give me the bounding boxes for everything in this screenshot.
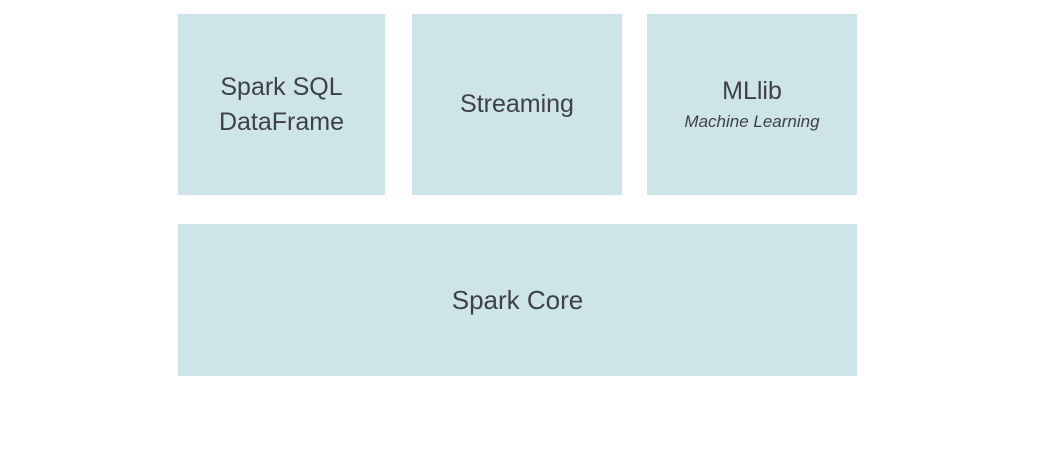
box-spark-sql-dataframe: Spark SQL DataFrame (178, 14, 385, 195)
streaming-label: Streaming (460, 90, 574, 118)
spark-sql-label-line1: Spark SQL (220, 72, 343, 101)
box-mllib: MLlib Machine Learning (647, 14, 857, 195)
mllib-subtitle: Machine Learning (684, 112, 820, 131)
box-streaming: Streaming (412, 14, 622, 195)
spark-sql-label-line2: DataFrame (218, 107, 345, 136)
spark-core-label: Spark Core (451, 285, 584, 315)
box-spark-core: Spark Core (178, 224, 857, 376)
mllib-label: MLlib (722, 77, 782, 105)
